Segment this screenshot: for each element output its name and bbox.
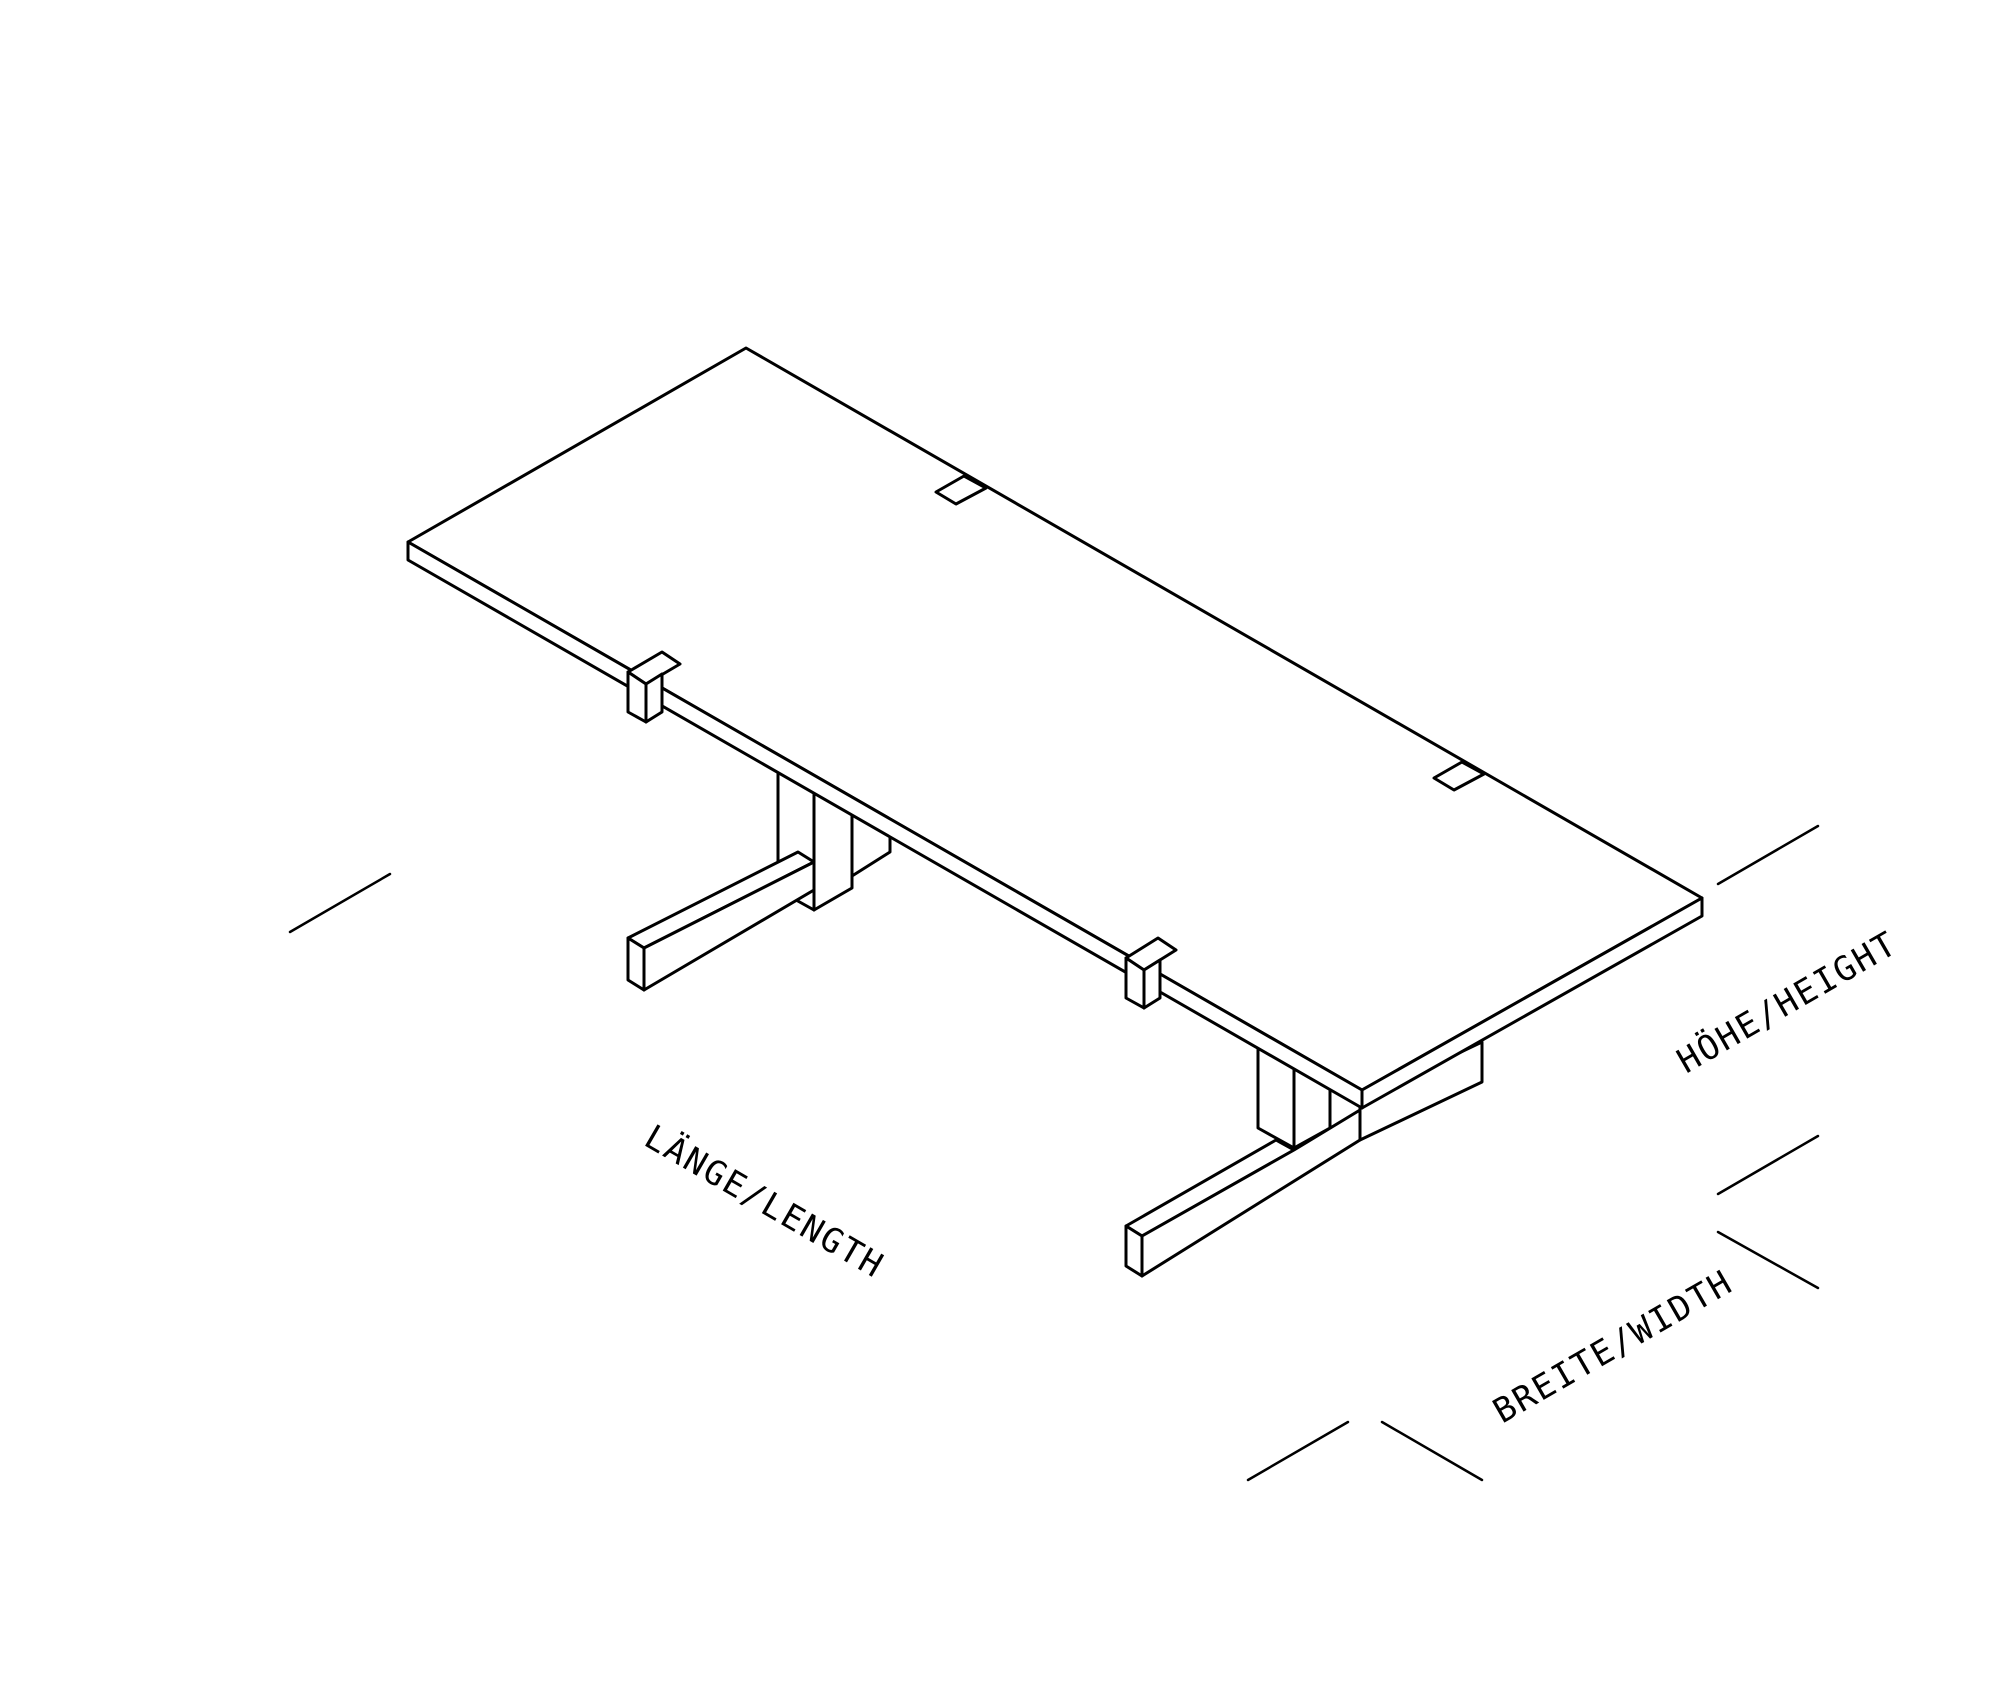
back-foot-end [626,936,646,992]
table-top-right-edge [1360,896,1704,1110]
width-dimension-top [1716,1230,1820,1290]
front-leg [1124,1040,1484,1278]
length-label: LÄNGE/LENGTH [638,1117,892,1286]
table-top-surface [406,346,1704,1092]
width-dimension-bottom [1380,1420,1484,1482]
clamp-front-left-front [1142,958,1162,1010]
height-dimension-bottom [1716,1134,1820,1196]
clamp-back-left [626,650,682,724]
length-dimension-bottom [1246,1420,1350,1482]
back-leg [626,766,892,992]
height-dimension-top [1716,824,1820,886]
clamp-back-right [934,474,988,506]
height-label: HÖHE/HEIGHT [1670,923,1905,1082]
clamp-back-left-front [644,672,664,724]
width-label: BREITE/WIDTH [1487,1262,1741,1431]
clamp-front-left [1124,936,1178,1010]
table-top [406,346,1704,1110]
front-foot-end [1124,1224,1144,1278]
clamp-front-right [1432,760,1486,792]
length-dimension-line [288,872,392,934]
front-foot-side [1140,1108,1362,1278]
